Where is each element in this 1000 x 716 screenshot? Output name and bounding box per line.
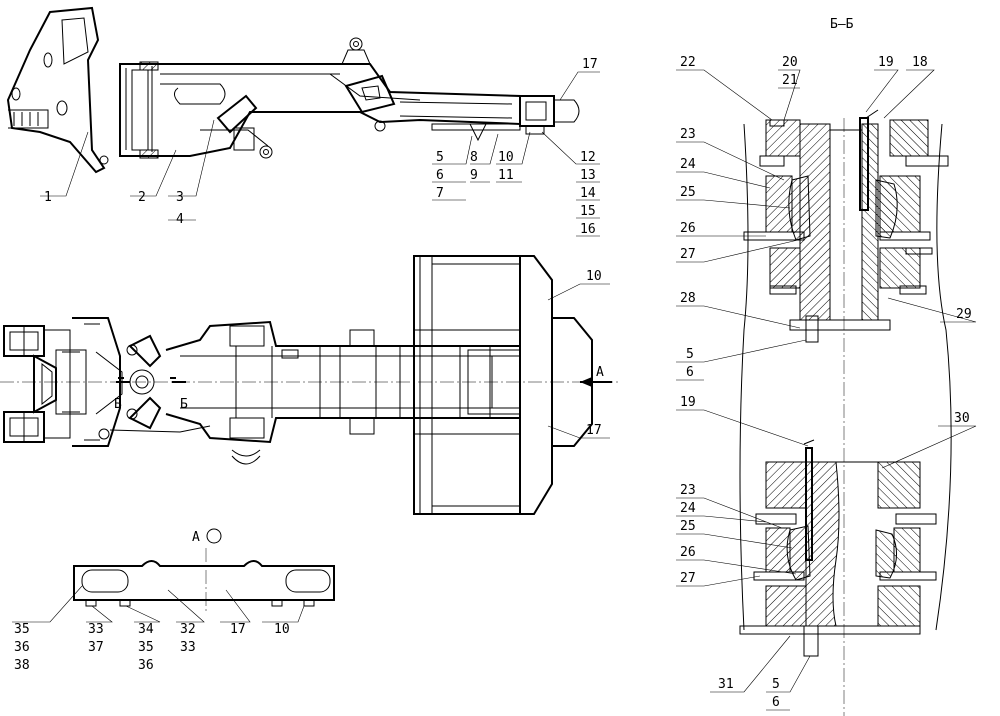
section-callout-23: 23 <box>680 127 696 142</box>
section-callout-24b: 24 <box>680 501 696 516</box>
view-a-callout-38: 38 <box>14 658 30 673</box>
view-a-callout-35: 35 <box>14 622 30 637</box>
callout-3: 3 <box>176 190 184 205</box>
view-a-callout-32: 32 <box>180 622 196 637</box>
callout-8: 8 <box>470 150 478 165</box>
side-view <box>6 6 600 237</box>
section-mark-right: Б <box>180 397 188 412</box>
section-callout-31: 31 <box>718 677 734 692</box>
callout-10: 10 <box>498 150 514 165</box>
view-a <box>12 528 335 623</box>
section-title: Б–Б <box>830 17 854 32</box>
arrow-mark: А <box>596 365 604 380</box>
callout-2: 2 <box>138 190 146 205</box>
callout-14: 14 <box>580 186 596 201</box>
section-mark-left: Б <box>114 397 122 412</box>
view-a-callout-36: 36 <box>14 640 30 655</box>
plan-callout-10: 10 <box>586 269 602 284</box>
section-callout-6b: 6 <box>772 695 780 710</box>
callout-9: 9 <box>470 168 478 183</box>
section-callout-26b: 26 <box>680 545 696 560</box>
section-callout-22: 22 <box>680 55 696 70</box>
callout-17: 17 <box>582 57 598 72</box>
callout-13: 13 <box>580 168 596 183</box>
section-callout-21: 21 <box>782 73 798 88</box>
callout-7: 7 <box>436 186 444 201</box>
section-callout-23b: 23 <box>680 483 696 498</box>
labels: Б–Б А Б Б А 1 2 3 4 5 6 7 8 9 10 11 12 1… <box>14 17 972 710</box>
section-callout-19: 19 <box>878 55 894 70</box>
section-callout-25: 25 <box>680 185 696 200</box>
section-callout-18: 18 <box>912 55 928 70</box>
section-callout-28: 28 <box>680 291 696 306</box>
callout-5: 5 <box>436 150 444 165</box>
callout-16: 16 <box>580 222 596 237</box>
view-a-callout-36b: 36 <box>138 658 154 673</box>
view-a-callout-17: 17 <box>230 622 246 637</box>
callout-6: 6 <box>436 168 444 183</box>
callout-1: 1 <box>44 190 52 205</box>
section-callout-5: 5 <box>686 347 694 362</box>
view-a-callout-10: 10 <box>274 622 290 637</box>
view-a-title: А <box>192 530 200 545</box>
section-callout-27: 27 <box>680 247 696 262</box>
plan-callout-17: 17 <box>586 423 602 438</box>
section-callout-29: 29 <box>956 307 972 322</box>
view-a-callout-37: 37 <box>88 640 104 655</box>
section-callout-30: 30 <box>954 411 970 426</box>
section-callout-19b: 19 <box>680 395 696 410</box>
section-callout-6: 6 <box>686 365 694 380</box>
callout-12: 12 <box>580 150 596 165</box>
section-callout-5b: 5 <box>772 677 780 692</box>
section-view <box>676 69 977 716</box>
view-a-callout-35b: 35 <box>138 640 154 655</box>
plan-view <box>0 255 618 515</box>
section-callout-25b: 25 <box>680 519 696 534</box>
view-a-callout-33: 33 <box>88 622 104 637</box>
callout-11: 11 <box>498 168 514 183</box>
callout-15: 15 <box>580 204 596 219</box>
section-callout-20: 20 <box>782 55 798 70</box>
view-a-callout-33b: 33 <box>180 640 196 655</box>
section-callout-26: 26 <box>680 221 696 236</box>
section-callout-27b: 27 <box>680 571 696 586</box>
section-callout-24: 24 <box>680 157 696 172</box>
view-a-callout-34: 34 <box>138 622 154 637</box>
callout-4: 4 <box>176 212 184 227</box>
